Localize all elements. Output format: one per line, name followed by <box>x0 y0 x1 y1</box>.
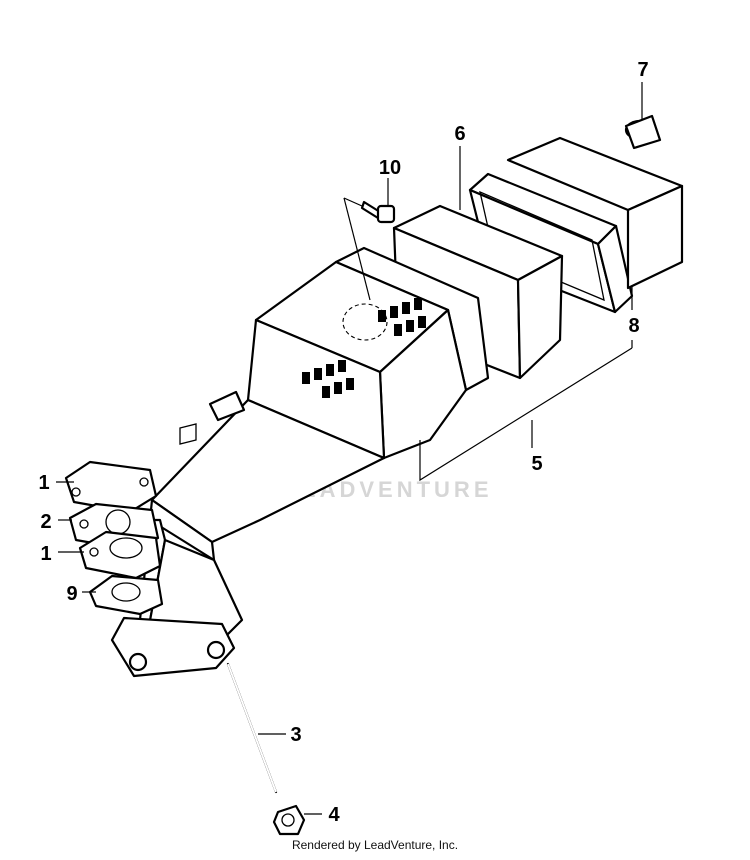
intake-cover <box>506 136 684 290</box>
callout-3: 3 <box>290 724 301 746</box>
callout-5: 5 <box>531 453 542 475</box>
leader-lines <box>56 82 643 815</box>
wing-nut-7 <box>624 114 662 150</box>
nut-4 <box>272 804 306 836</box>
callout-7: 7 <box>637 59 648 81</box>
callout-10: 10 <box>379 157 401 179</box>
callout-1-lower: 1 <box>40 543 51 565</box>
callout-2: 2 <box>40 511 51 533</box>
callout-labels: 7 6 10 8 5 1 2 1 9 3 4 <box>38 59 648 826</box>
stud-3 <box>226 662 278 794</box>
gasket-stack <box>64 460 164 616</box>
callout-9: 9 <box>66 583 77 605</box>
callout-4: 4 <box>328 804 340 826</box>
callout-1-upper: 1 <box>38 472 49 494</box>
silencer-housing-5 <box>136 246 490 644</box>
outlet-flange <box>110 616 236 678</box>
callout-8: 8 <box>628 315 639 337</box>
vent-slots-front <box>302 360 354 398</box>
callout-6: 6 <box>454 123 465 145</box>
footer-credit: Rendered by LeadVenture, Inc. <box>291 838 459 852</box>
vent-slots-top <box>378 298 426 336</box>
bolt-10 <box>360 200 396 224</box>
